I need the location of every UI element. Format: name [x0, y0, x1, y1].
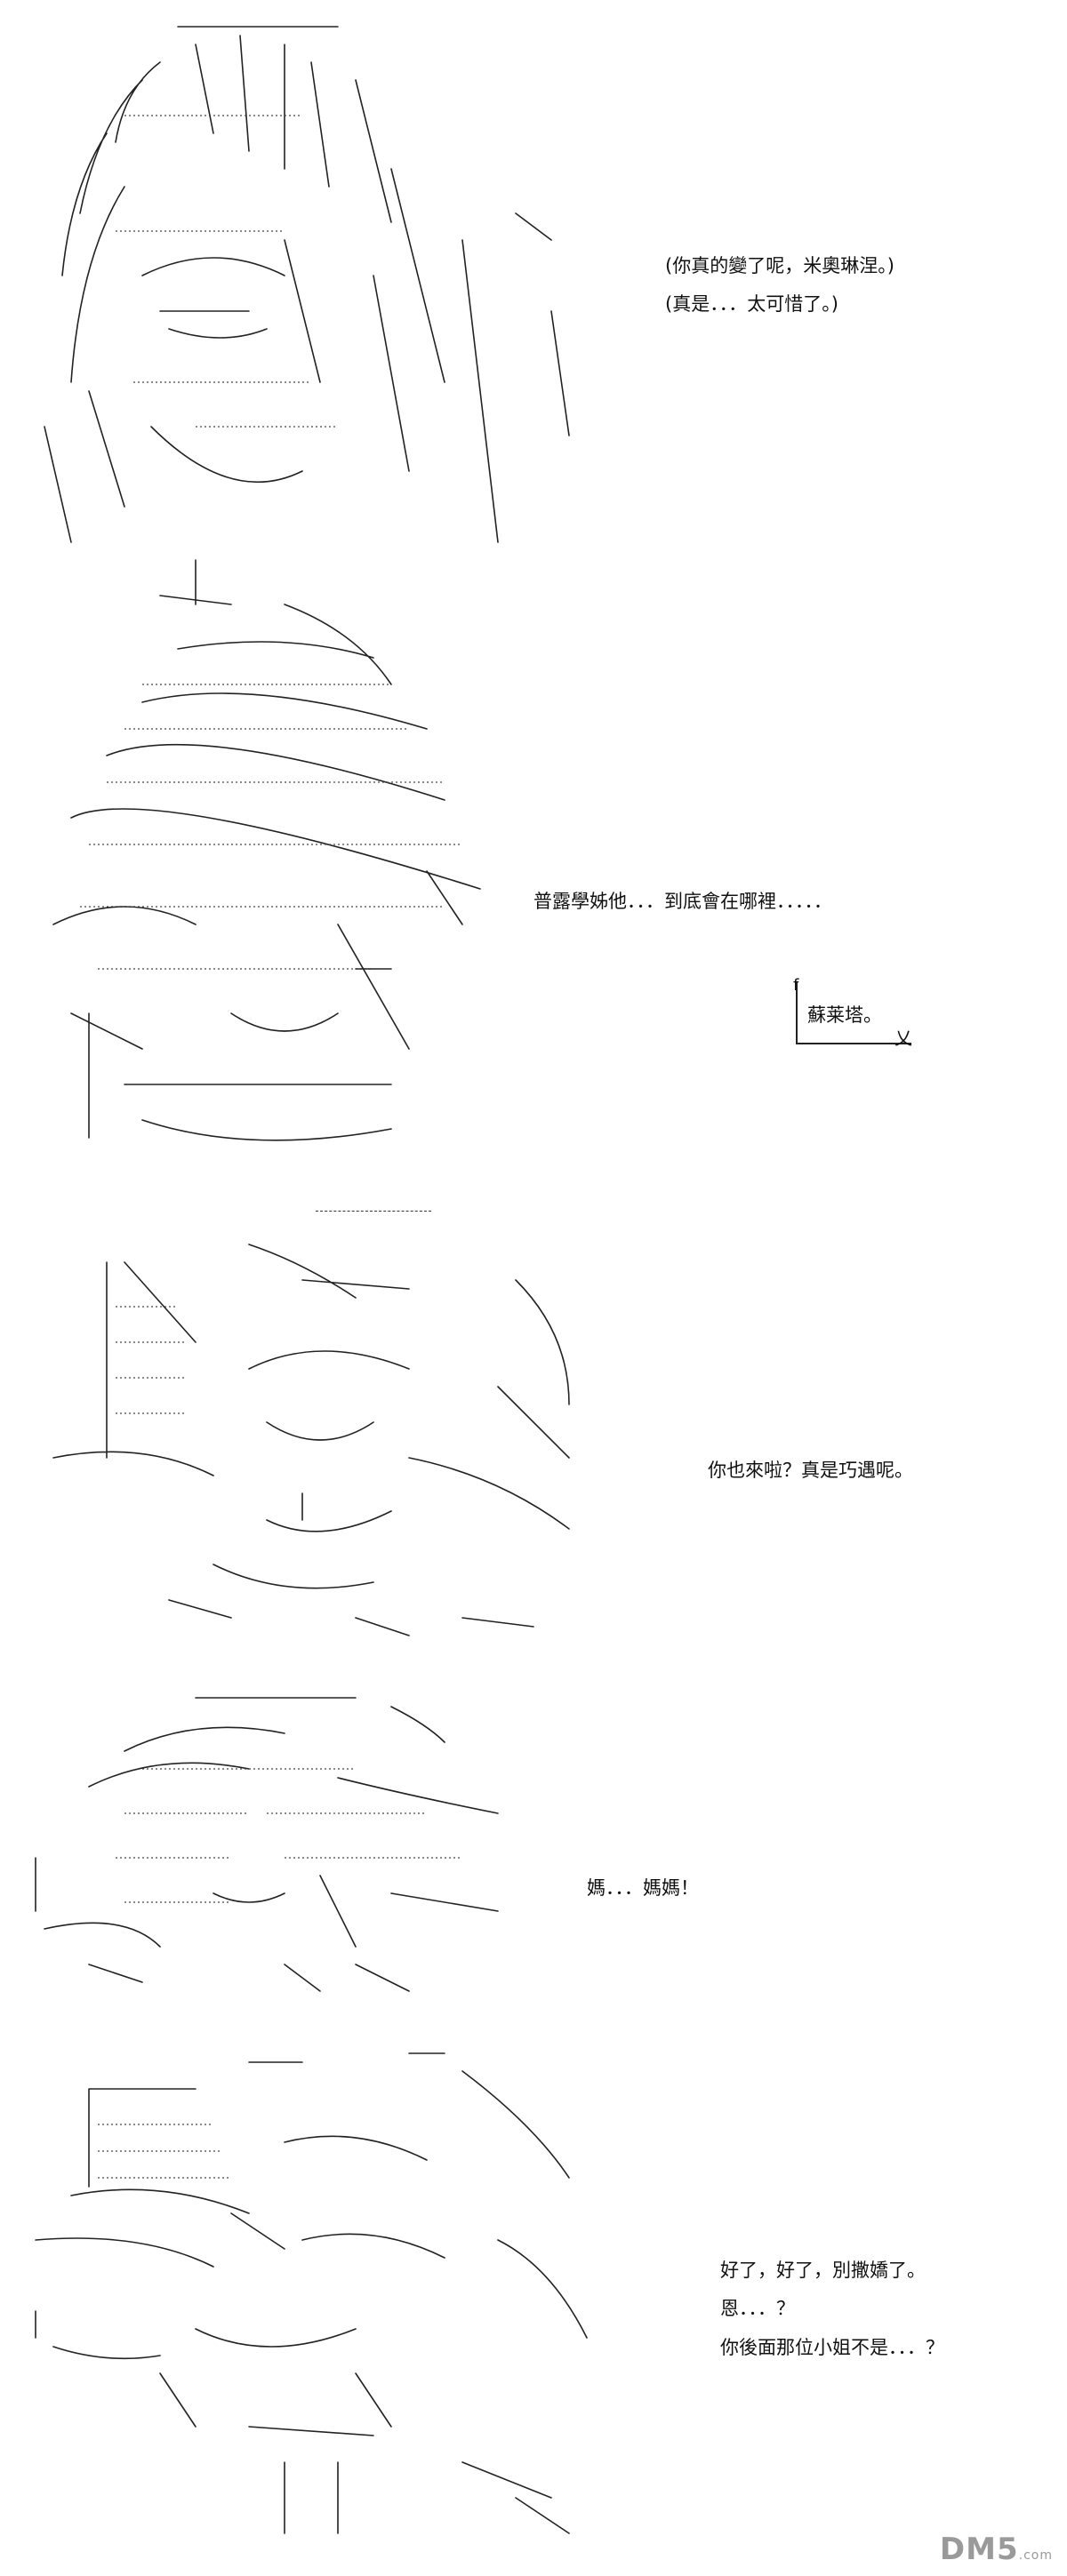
panel-5-dialog: 好了，好了，別撒嬌了。 恩．．．？ 你後面那位小姐不是．．．？ — [720, 2258, 944, 2361]
dialog-line: 恩．．．？ — [720, 2298, 795, 2320]
ascii-art-character-1 — [18, 9, 587, 551]
dialog-line: 好了，好了，別撒嬌了。 — [720, 2260, 926, 2281]
panel-1: (你真的變了呢，米奧琳涅。) (真是．．．太可惜了。) — [0, 0, 1067, 551]
watermark-brand: DM5 — [939, 2532, 1019, 2567]
ascii-art-character-5 — [18, 2036, 622, 2569]
panel-3-dialog: 你也來啦？真是巧遇呢。 — [708, 1458, 913, 1484]
ascii-art-character-3 — [36, 1227, 622, 1671]
watermark-suffix: .com — [1018, 2548, 1053, 2563]
panel-1-dialog: (你真的變了呢，米奧琳涅。) (真是．．．太可惜了。) — [665, 253, 895, 318]
bubble-tail: 乂 — [895, 1028, 912, 1049]
dialog-line: (你真的變了呢，米奧琳涅。) — [665, 255, 895, 276]
panel-2: 普露學姊他．．．到底會在哪裡．．．．． — [0, 551, 1067, 1191]
panel-2-dialog: 普露學姊他．．．到底會在哪裡．．．．． — [534, 889, 832, 915]
dialog-line: 你後面那位小姐不是．．．？ — [720, 2336, 944, 2358]
panel-4: 媽．．．媽媽！ — [0, 1680, 1067, 2018]
panel-3: 你也來啦？真是巧遇呢。 — [0, 1227, 1067, 1671]
dialog-line: 媽．．．媽媽！ — [587, 1877, 699, 1899]
panel-4-dialog: 媽．．．媽媽！ — [587, 1876, 699, 1901]
dialog-line: (真是．．．太可惜了。) — [665, 293, 838, 316]
ascii-art-character-2 — [18, 551, 516, 1173]
bubble-corner: f — [793, 976, 799, 995]
panel-divider — [316, 1211, 431, 1212]
panel-5: 好了，好了，別撒嬌了。 恩．．．？ 你後面那位小姐不是．．．？ — [0, 2036, 1067, 2569]
ascii-art-character-4 — [18, 1680, 516, 2018]
speech-bubble — [796, 982, 911, 1044]
speech-bubble-text: 蘇莱塔。 — [807, 1004, 882, 1026]
dialog-line: 你也來啦？真是巧遇呢。 — [708, 1460, 913, 1481]
dialog-line: 普露學姊他．．．到底會在哪裡．．．．． — [534, 891, 832, 912]
watermark-logo: DM5.com — [940, 2532, 1053, 2567]
